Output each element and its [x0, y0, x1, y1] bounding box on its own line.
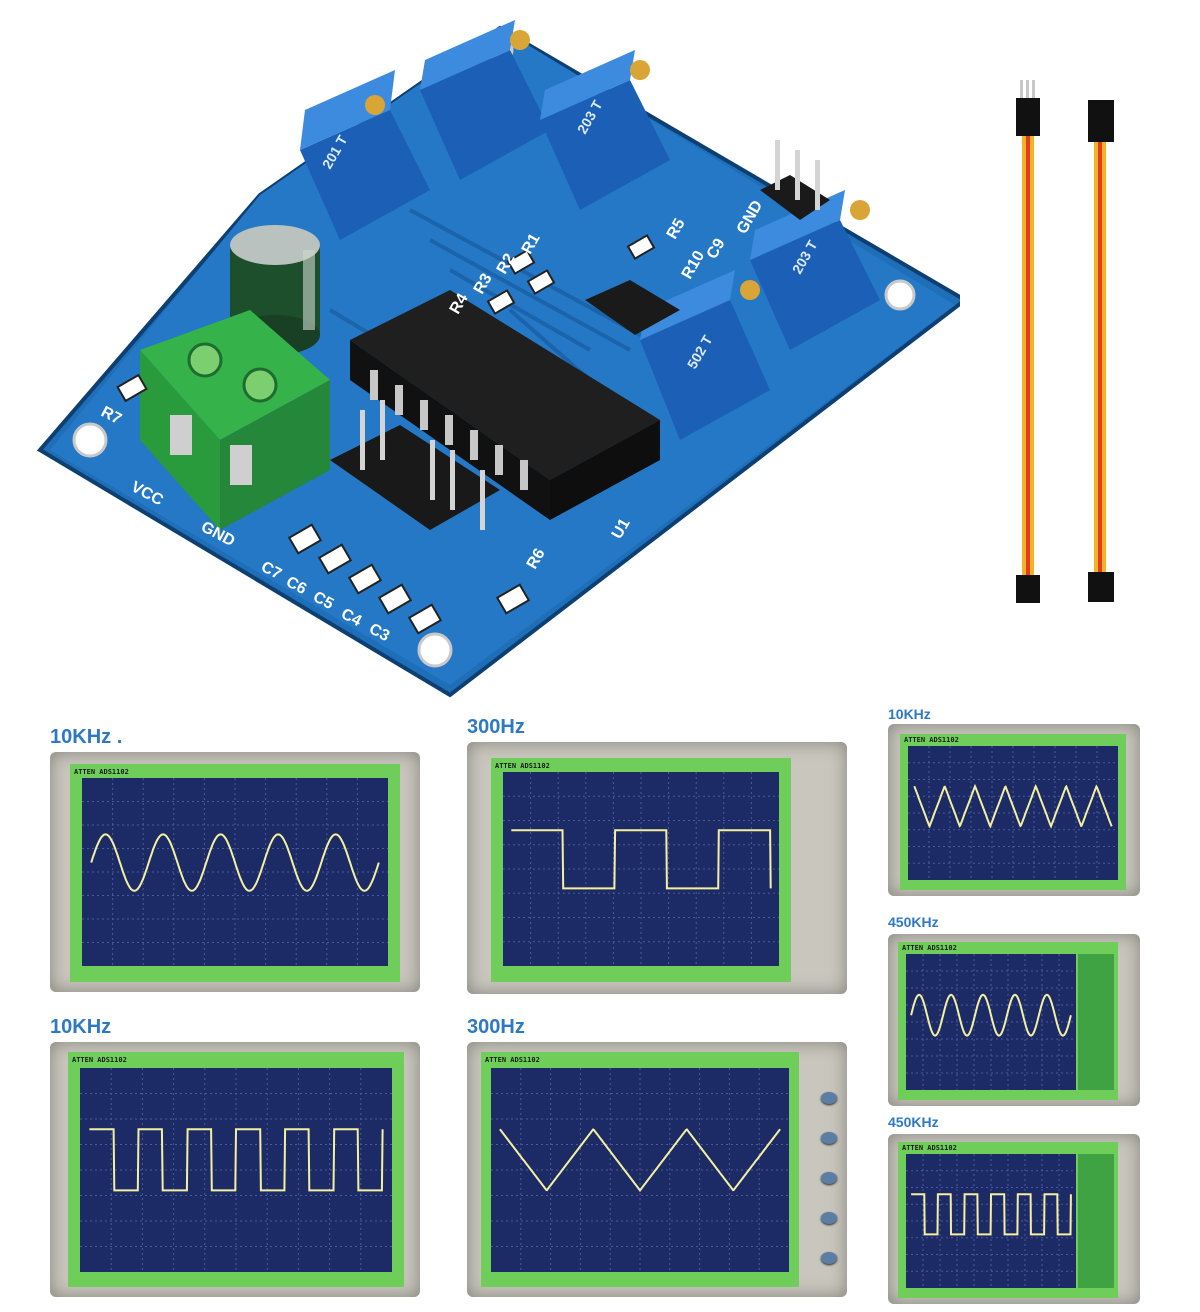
scope-6-header: ATTEN ADS1102 [902, 944, 957, 952]
jumper-cable-right [1088, 100, 1114, 602]
scope-6-menu-panel [1078, 954, 1114, 1090]
scope-3: ATTEN ADS1102 [888, 724, 1140, 896]
scope-5-waveform [491, 1068, 789, 1272]
scope-7-label: 450KHz [888, 1114, 939, 1130]
mounting-hole [884, 279, 916, 311]
scope-2-label: 300Hz [467, 716, 525, 738]
scope-6-label: 450KHz [888, 914, 939, 930]
scope-4-header: ATTEN ADS1102 [72, 1056, 127, 1064]
scope-1-waveform [82, 778, 388, 966]
scope-1-header: ATTEN ADS1102 [74, 768, 129, 776]
potentiometer [420, 20, 550, 180]
scope-4-label: 10KHz [50, 1016, 112, 1038]
scope-3-label: 10KHz [888, 706, 931, 722]
scope-6: ATTEN ADS1102 [888, 934, 1140, 1106]
scope-1: ATTEN ADS1102 [50, 752, 420, 992]
jumper-cable-left [1016, 80, 1040, 603]
scope-7-menu-panel [1078, 1154, 1114, 1288]
waveform-trace [90, 833, 380, 892]
scope-5-softkey [821, 1212, 837, 1224]
scope-5-softkey [821, 1132, 837, 1144]
mounting-hole [417, 632, 453, 668]
scope-7-header: ATTEN ADS1102 [902, 1144, 957, 1152]
scope-7-waveform [906, 1154, 1076, 1288]
scope-5-label: 300Hz [467, 1016, 525, 1038]
scope-6-waveform [906, 954, 1076, 1090]
waveform-trace [511, 829, 772, 890]
scope-7: ATTEN ADS1102 [888, 1134, 1140, 1304]
potentiometer [300, 70, 430, 240]
scope-2-header: ATTEN ADS1102 [495, 762, 550, 770]
potentiometer [540, 50, 670, 210]
waveform-trace [913, 783, 1113, 829]
signal-generator-board: GND VCC C7 C6 C5 C4 C3 R6 U1 R7 R1 R2 R3… [36, 20, 960, 698]
scope-2-waveform [503, 772, 779, 966]
scope-5-softkey [821, 1092, 837, 1104]
waveform-trace [499, 1128, 781, 1193]
jumper-cables [1016, 80, 1114, 603]
scope-3-waveform [908, 746, 1118, 880]
scope-5-softkey [821, 1252, 837, 1264]
waveform-trace [911, 1193, 1072, 1236]
ic-chip [350, 290, 660, 520]
potentiometer [750, 190, 880, 350]
potentiometer [640, 270, 770, 440]
scope-1-label: 10KHz . [50, 726, 123, 748]
terminal-block [140, 310, 330, 530]
waveform-trace [89, 1128, 384, 1192]
scope-4-waveform [80, 1068, 392, 1272]
scope-5: ATTEN ADS1102 [467, 1042, 847, 1297]
mounting-hole [72, 422, 108, 458]
scope-5-softkey [821, 1172, 837, 1184]
scope-5-header: ATTEN ADS1102 [485, 1056, 540, 1064]
scope-2: ATTEN ADS1102 [467, 742, 847, 994]
scope-4: ATTEN ADS1102 [50, 1042, 420, 1297]
waveform-trace [910, 993, 1072, 1037]
pin-header [330, 400, 500, 530]
smd-components [116, 234, 656, 635]
scope-3-header: ATTEN ADS1102 [904, 736, 959, 744]
jumper-header [585, 140, 830, 335]
